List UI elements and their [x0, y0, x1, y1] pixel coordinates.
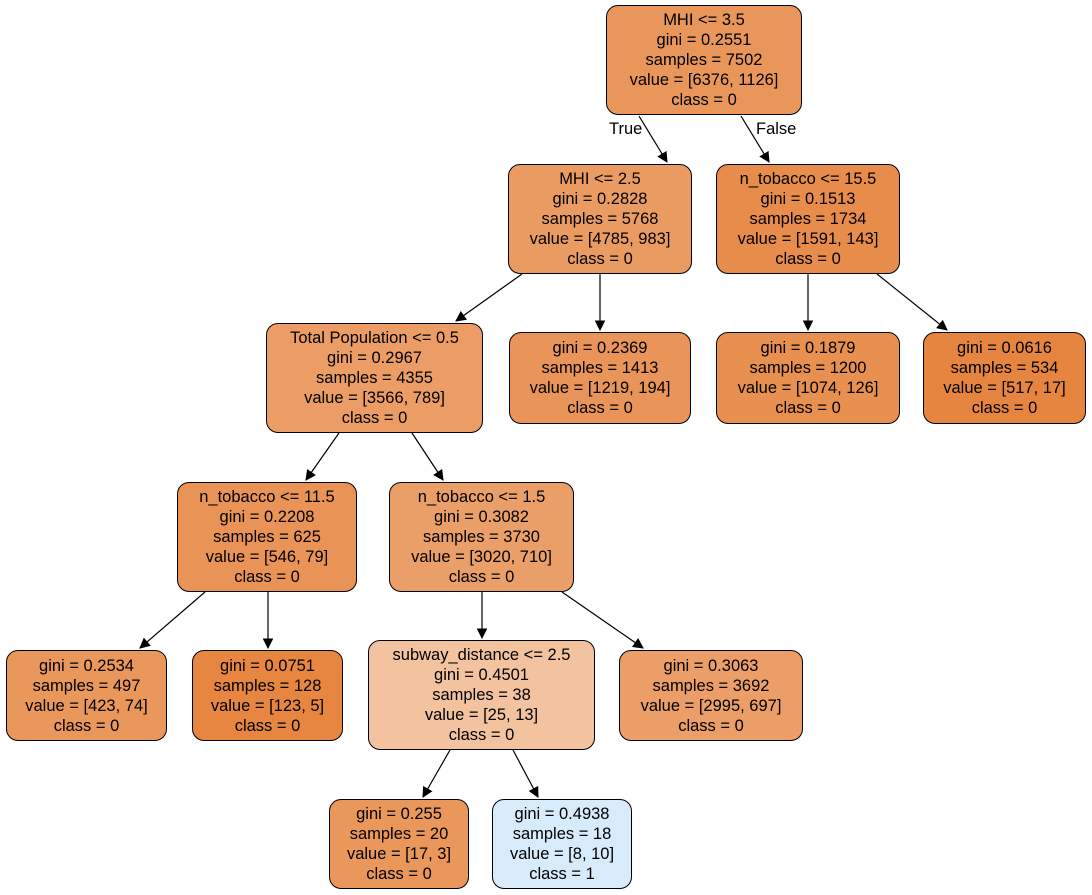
node-value: value = [546, 79] [205, 548, 329, 566]
tree-leaf-samples-1413: gini = 0.2369 samples = 1413 value = [12… [509, 332, 691, 424]
node-gini: gini = 0.3082 [434, 508, 529, 526]
node-split-label: n_tobacco <= 11.5 [199, 488, 335, 506]
tree-leaf-samples-18: gini = 0.4938 samples = 18 value = [8, 1… [492, 799, 632, 889]
node-class: class = 0 [567, 399, 633, 417]
node-samples: samples = 4355 [316, 369, 433, 387]
node-gini: gini = 0.2208 [219, 508, 315, 526]
node-value: value = [2995, 697] [640, 696, 782, 715]
tree-node-n-tobacco-15-5: n_tobacco <= 15.5 gini = 0.1513 samples … [716, 164, 900, 274]
node-samples: samples = 7502 [645, 51, 763, 69]
tree-leaf-samples-1200: gini = 0.1879 samples = 1200 value = [10… [716, 332, 900, 424]
node-gini: gini = 0.2534 [39, 656, 134, 675]
tree-leaf-samples-534: gini = 0.0616 samples = 534 value = [517… [923, 332, 1086, 424]
node-class: class = 0 [567, 250, 633, 268]
node-samples: samples = 625 [213, 528, 321, 546]
node-samples: samples = 497 [32, 676, 141, 695]
node-gini: gini = 0.0616 [957, 339, 1052, 357]
node-class: class = 0 [341, 409, 408, 427]
node-samples: samples = 1413 [541, 359, 659, 377]
node-class: class = 0 [234, 568, 300, 586]
node-value: value = [1591, 143] [737, 230, 879, 248]
node-gini: gini = 0.2828 [552, 190, 648, 208]
tree-node-total-population: Total Population <= 0.5 gini = 0.2967 sa… [266, 323, 483, 433]
edge-total-pop-to-tob-1-5 [411, 432, 444, 481]
edge-tob-15-5-to-leaf-534 [876, 273, 948, 331]
node-gini: gini = 0.1513 [760, 190, 856, 208]
node-gini: gini = 0.2967 [327, 349, 422, 367]
node-class: class = 0 [448, 568, 515, 586]
node-class: class = 0 [775, 399, 841, 417]
node-gini: gini = 0.2551 [656, 31, 752, 49]
tree-leaf-samples-497: gini = 0.2534 samples = 497 value = [423… [6, 650, 167, 741]
node-gini: gini = 0.4938 [514, 805, 610, 823]
node-value: value = [423, 74] [25, 696, 148, 715]
node-class: class = 0 [53, 716, 120, 735]
node-gini: gini = 0.1879 [760, 339, 856, 357]
tree-leaf-samples-3692: gini = 0.3063 samples = 3692 value = [29… [619, 650, 803, 741]
tree-node-root: MHI <= 3.5 gini = 0.2551 samples = 7502 … [606, 5, 802, 115]
tree-node-n-tobacco-11-5: n_tobacco <= 11.5 gini = 0.2208 samples … [177, 482, 357, 592]
node-gini: gini = 0.3063 [663, 656, 759, 675]
node-class: class = 0 [234, 716, 301, 735]
edge-mhi-2-5-to-total-pop [455, 273, 523, 322]
node-gini: gini = 0.4501 [434, 666, 529, 684]
node-value: value = [6376, 1126] [629, 71, 779, 89]
node-split-label: MHI <= 2.5 [559, 170, 641, 188]
edge-tob-11-5-to-leaf-497 [139, 591, 206, 649]
node-split-label: n_tobacco <= 1.5 [417, 488, 546, 506]
node-class: class = 0 [366, 865, 432, 883]
tree-node-n-tobacco-1-5: n_tobacco <= 1.5 gini = 0.3082 samples =… [389, 482, 574, 592]
node-class: class = 1 [529, 865, 595, 883]
node-class: class = 0 [971, 399, 1038, 417]
node-value: value = [17, 3] [346, 845, 452, 863]
node-gini: gini = 0.2369 [552, 339, 648, 357]
node-class: class = 0 [678, 716, 744, 735]
node-value: value = [3566, 789] [304, 389, 445, 407]
edge-root-to-mhi-2-5 [638, 115, 668, 163]
node-samples: samples = 534 [950, 359, 1059, 377]
node-samples: samples = 20 [349, 825, 449, 843]
node-class: class = 0 [775, 250, 841, 268]
node-samples: samples = 5768 [541, 210, 659, 228]
node-value: value = [3020, 710] [411, 548, 552, 566]
node-gini: gini = 0.255 [356, 805, 442, 823]
node-value: value = [4785, 983] [529, 230, 671, 248]
node-samples: samples = 1734 [749, 210, 867, 228]
node-value: value = [25, 13] [424, 706, 539, 724]
node-class: class = 0 [671, 91, 737, 109]
edge-subway-to-leaf-18 [512, 749, 539, 798]
node-value: value = [8, 10] [509, 845, 615, 863]
node-value: value = [1219, 194] [529, 379, 671, 397]
edge-label-true: True [609, 120, 643, 138]
node-samples: samples = 1200 [749, 359, 867, 377]
node-samples: samples = 3730 [423, 528, 540, 546]
node-samples: samples = 18 [512, 825, 612, 843]
tree-leaf-samples-20: gini = 0.255 samples = 20 value = [17, 3… [329, 799, 469, 889]
tree-node-subway-distance: subway_distance <= 2.5 gini = 0.4501 sam… [368, 640, 595, 750]
edge-subway-to-leaf-20 [422, 749, 451, 798]
node-split-label: Total Population <= 0.5 [290, 329, 459, 347]
node-gini: gini = 0.0751 [220, 656, 315, 675]
node-samples: samples = 38 [432, 686, 531, 704]
node-split-label: subway_distance <= 2.5 [392, 646, 571, 664]
node-value: value = [123, 5] [210, 696, 325, 715]
node-split-label: MHI <= 3.5 [663, 11, 745, 29]
tree-leaf-samples-128: gini = 0.0751 samples = 128 value = [123… [192, 650, 343, 741]
node-samples: samples = 3692 [652, 676, 770, 695]
node-split-label: n_tobacco <= 15.5 [739, 170, 877, 188]
edge-total-pop-to-tob-11-5 [305, 432, 340, 481]
node-value: value = [517, 17] [943, 379, 1066, 397]
node-value: value = [1074, 126] [737, 379, 879, 397]
node-samples: samples = 128 [213, 676, 322, 695]
node-class: class = 0 [448, 726, 515, 744]
tree-node-mhi-2-5: MHI <= 2.5 gini = 0.2828 samples = 5768 … [508, 164, 692, 274]
edge-label-false: False [756, 120, 797, 138]
